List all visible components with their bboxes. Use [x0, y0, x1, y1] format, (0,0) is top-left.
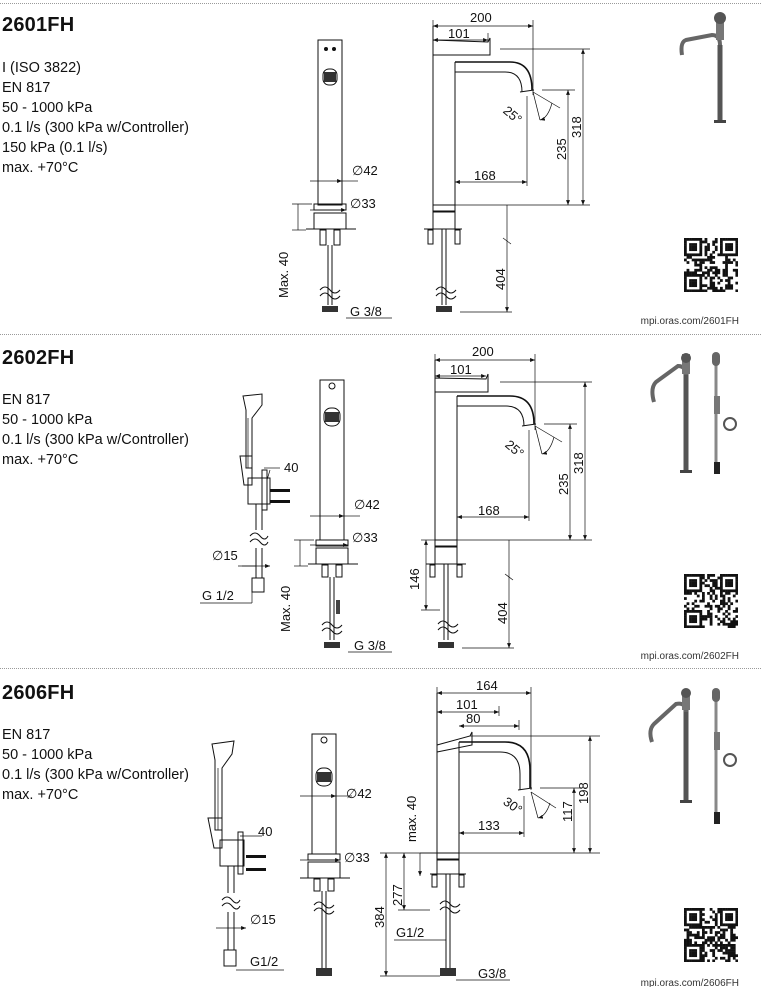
spec-list: I (ISO 3822) EN 817 50 - 1000 kPa 0.1 l/… — [2, 58, 189, 178]
model-title: 2606FH — [2, 682, 75, 704]
dim-width-164: 164 — [476, 678, 498, 693]
side-view-2606fh — [380, 687, 600, 981]
dim-thread-g38: G 3/8 — [354, 638, 386, 653]
dim-shower-40: 40 — [258, 824, 272, 839]
dim-width-101: 101 — [456, 697, 478, 712]
spec-item: 150 kPa (0.1 l/s) — [2, 140, 108, 156]
dim-height-384: 384 — [372, 906, 387, 928]
dim-diameter-15: ∅15 — [212, 548, 238, 563]
model-title: 2602FH — [2, 347, 75, 369]
qr-pattern — [684, 908, 739, 963]
spec-item: EN 817 — [2, 392, 51, 408]
separator-2 — [0, 668, 761, 669]
dim-angle-25: 25° — [502, 437, 527, 461]
dimension-labels: 200 101 25° 318 235 168 404 ∅42 ∅33 Max.… — [202, 10, 591, 981]
dim-diameter-42: ∅42 — [346, 786, 372, 801]
dim-diameter-15: ∅15 — [250, 912, 276, 927]
qr-code-2602fh[interactable] — [684, 574, 739, 629]
dim-diameter-33: ∅33 — [350, 196, 376, 211]
dim-width-101: 101 — [448, 26, 470, 41]
dim-diameter-33: ∅33 — [344, 850, 370, 865]
shower-view-2602fh — [200, 393, 290, 604]
spec-item: 50 - 1000 kPa — [2, 747, 93, 763]
dim-height-404: 404 — [495, 602, 510, 624]
side-view-2601fh — [424, 20, 590, 313]
dim-width-200: 200 — [470, 10, 492, 25]
front-view-2602fh — [294, 379, 392, 653]
product-url[interactable]: mpi.oras.com/2601FH — [640, 316, 739, 327]
spec-item: 50 - 1000 kPa — [2, 100, 93, 116]
spec-list: EN 817 50 - 1000 kPa 0.1 l/s (300 kPa w/… — [2, 725, 189, 805]
spec-item: max. +70°C — [2, 787, 79, 803]
spec-item: 50 - 1000 kPa — [2, 412, 93, 428]
dim-height-117: 117 — [560, 801, 575, 822]
dim-height-235: 235 — [554, 138, 569, 160]
tap-photo-2601fh — [679, 12, 726, 123]
dim-width-168: 168 — [478, 503, 500, 518]
dim-height-404: 404 — [493, 268, 508, 290]
dim-thread-g38: G3/8 — [478, 966, 506, 981]
spec-item: max. +70°C — [2, 452, 79, 468]
qr-code-2606fh[interactable] — [684, 908, 739, 963]
spec-item: I (ISO 3822) — [2, 60, 81, 76]
tap-photo-2606fh — [648, 688, 737, 824]
dim-thread-g38: G 3/8 — [350, 304, 382, 319]
dim-max-40: Max. 40 — [276, 252, 291, 298]
dim-thread-g12: G 1/2 — [202, 588, 234, 603]
dim-height-146: 146 — [407, 568, 422, 590]
dim-thread-g12-shower: G1/2 — [250, 954, 278, 969]
dim-width-80: 80 — [466, 711, 480, 726]
product-url[interactable]: mpi.oras.com/2602FH — [640, 651, 739, 662]
spec-item: max. +70°C — [2, 160, 79, 176]
tap-photo-2602fh — [650, 352, 737, 474]
spec-item: 0.1 l/s (300 kPa w/Controller) — [2, 432, 189, 448]
dim-max-40: max. 40 — [404, 796, 419, 842]
separator-top — [0, 3, 761, 4]
spec-item: EN 817 — [2, 727, 51, 743]
product-url[interactable]: mpi.oras.com/2606FH — [640, 978, 739, 987]
dim-diameter-42: ∅42 — [354, 497, 380, 512]
dim-height-277: 277 — [390, 884, 405, 906]
qr-pattern — [684, 574, 739, 629]
qr-pattern — [684, 238, 739, 293]
dim-height-318: 318 — [571, 452, 586, 474]
dim-width-133: 133 — [478, 818, 500, 833]
dim-width-168: 168 — [474, 168, 496, 183]
dim-angle-30: 30° — [500, 794, 525, 818]
dim-max-40: Max. 40 — [278, 586, 293, 632]
dim-diameter-42: ∅42 — [352, 163, 378, 178]
front-view-2601fh — [292, 39, 392, 319]
dim-shower-40: 40 — [284, 460, 298, 475]
dim-width-101: 101 — [450, 362, 472, 377]
model-title: 2601FH — [2, 14, 75, 36]
dim-height-198: 198 — [576, 782, 591, 804]
dim-width-200: 200 — [472, 344, 494, 359]
front-view-2606fh — [300, 733, 352, 976]
spec-item: EN 817 — [2, 80, 51, 96]
separator-1 — [0, 334, 761, 335]
spec-item: 0.1 l/s (300 kPa w/Controller) — [2, 767, 189, 783]
side-view-2602fh — [421, 354, 592, 649]
dim-thread-g12: G1/2 — [396, 925, 424, 940]
dim-height-235: 235 — [556, 473, 571, 495]
spec-item: 0.1 l/s (300 kPa w/Controller) — [2, 120, 189, 136]
dim-diameter-33: ∅33 — [352, 530, 378, 545]
shower-view-2606fh — [207, 740, 284, 971]
dim-angle-25: 25° — [500, 103, 525, 127]
qr-code-2601fh[interactable] — [684, 238, 739, 293]
dim-height-318: 318 — [569, 116, 584, 138]
spec-list: EN 817 50 - 1000 kPa 0.1 l/s (300 kPa w/… — [2, 390, 189, 470]
